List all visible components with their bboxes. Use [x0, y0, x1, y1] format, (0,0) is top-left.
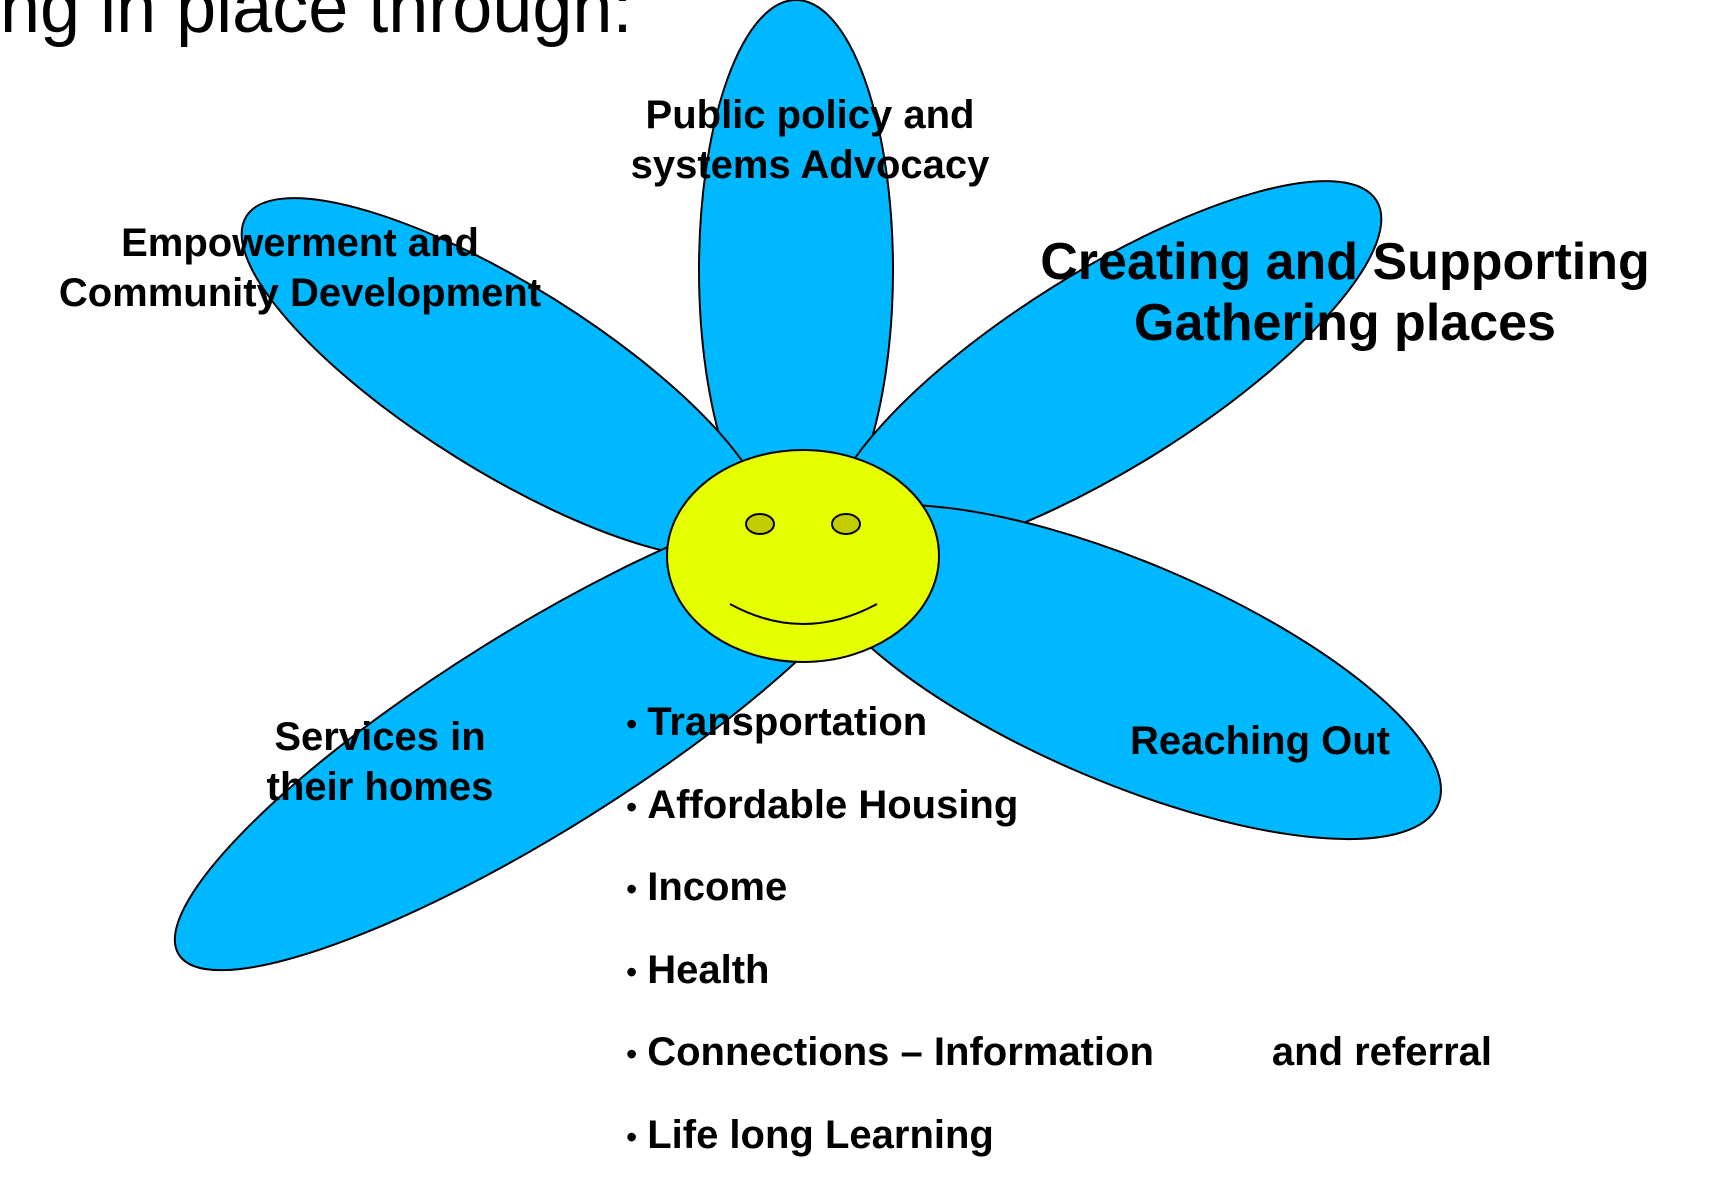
- list-item-text: Affordable Housing: [647, 782, 1019, 827]
- bullet-dot-icon: •: [626, 706, 638, 742]
- petal-label-line: Creating and Supporting: [1040, 233, 1650, 291]
- petal-label-line: Gathering places: [1134, 293, 1556, 352]
- smiley-mouth: [729, 603, 878, 625]
- list-item: •Connections – Information and referral: [626, 1024, 1492, 1107]
- list-item-text: Transportation: [647, 700, 928, 744]
- petal-label-empowerment: Empowerment and Community Development: [0, 218, 600, 319]
- list-item: •Affordable Housing: [626, 777, 1492, 860]
- needs-bullet-list: •Transportation •Affordable Housing •Inc…: [626, 694, 1492, 1190]
- petal-label-public-policy: Public policy and systems Advocacy: [590, 90, 1030, 191]
- flower-diagram: [173, 0, 1442, 972]
- petal-label-line: Services in: [274, 715, 486, 759]
- smiley-face-head: [666, 449, 940, 663]
- petal-label-line: systems Advocacy: [630, 143, 990, 188]
- petal-label-gathering-places: Creating and Supporting Gathering places: [960, 232, 1730, 354]
- bullet-dot-icon: •: [626, 788, 638, 825]
- bullet-dot-icon: •: [626, 1118, 638, 1155]
- petal-label-line: Reaching Out: [1129, 719, 1391, 763]
- petal-label-services-in-homes: Services in their homes: [220, 712, 540, 813]
- petal-label-line: Community Development: [58, 271, 542, 316]
- page-heading: ng in place through:: [0, 0, 633, 48]
- list-item-text: Life long Learning: [647, 1112, 994, 1157]
- petal-label-reaching-out: Reaching Out: [1090, 716, 1430, 766]
- list-item-tail-text: and referral: [1271, 1030, 1492, 1075]
- petal-label-line: Public policy and: [645, 93, 975, 137]
- petal-label-line: their homes: [266, 765, 494, 810]
- list-item-text: Income: [647, 865, 788, 910]
- smiley-right-eye: [831, 513, 861, 535]
- bullet-dot-icon: •: [626, 871, 638, 908]
- list-item: •Health: [626, 942, 1492, 1025]
- smiley-left-eye: [745, 513, 775, 535]
- list-item: •Life long Learning: [626, 1107, 1492, 1190]
- smiley-face: [666, 449, 940, 663]
- list-item: •Transportation: [626, 694, 1492, 777]
- bullet-dot-icon: •: [626, 1036, 638, 1073]
- list-item-text: Health: [647, 947, 770, 992]
- list-item: •Income: [626, 859, 1492, 942]
- bullet-dot-icon: •: [626, 953, 638, 990]
- petal-label-line: Empowerment and: [121, 221, 479, 265]
- list-item-text: Connections – Information: [647, 1030, 1154, 1075]
